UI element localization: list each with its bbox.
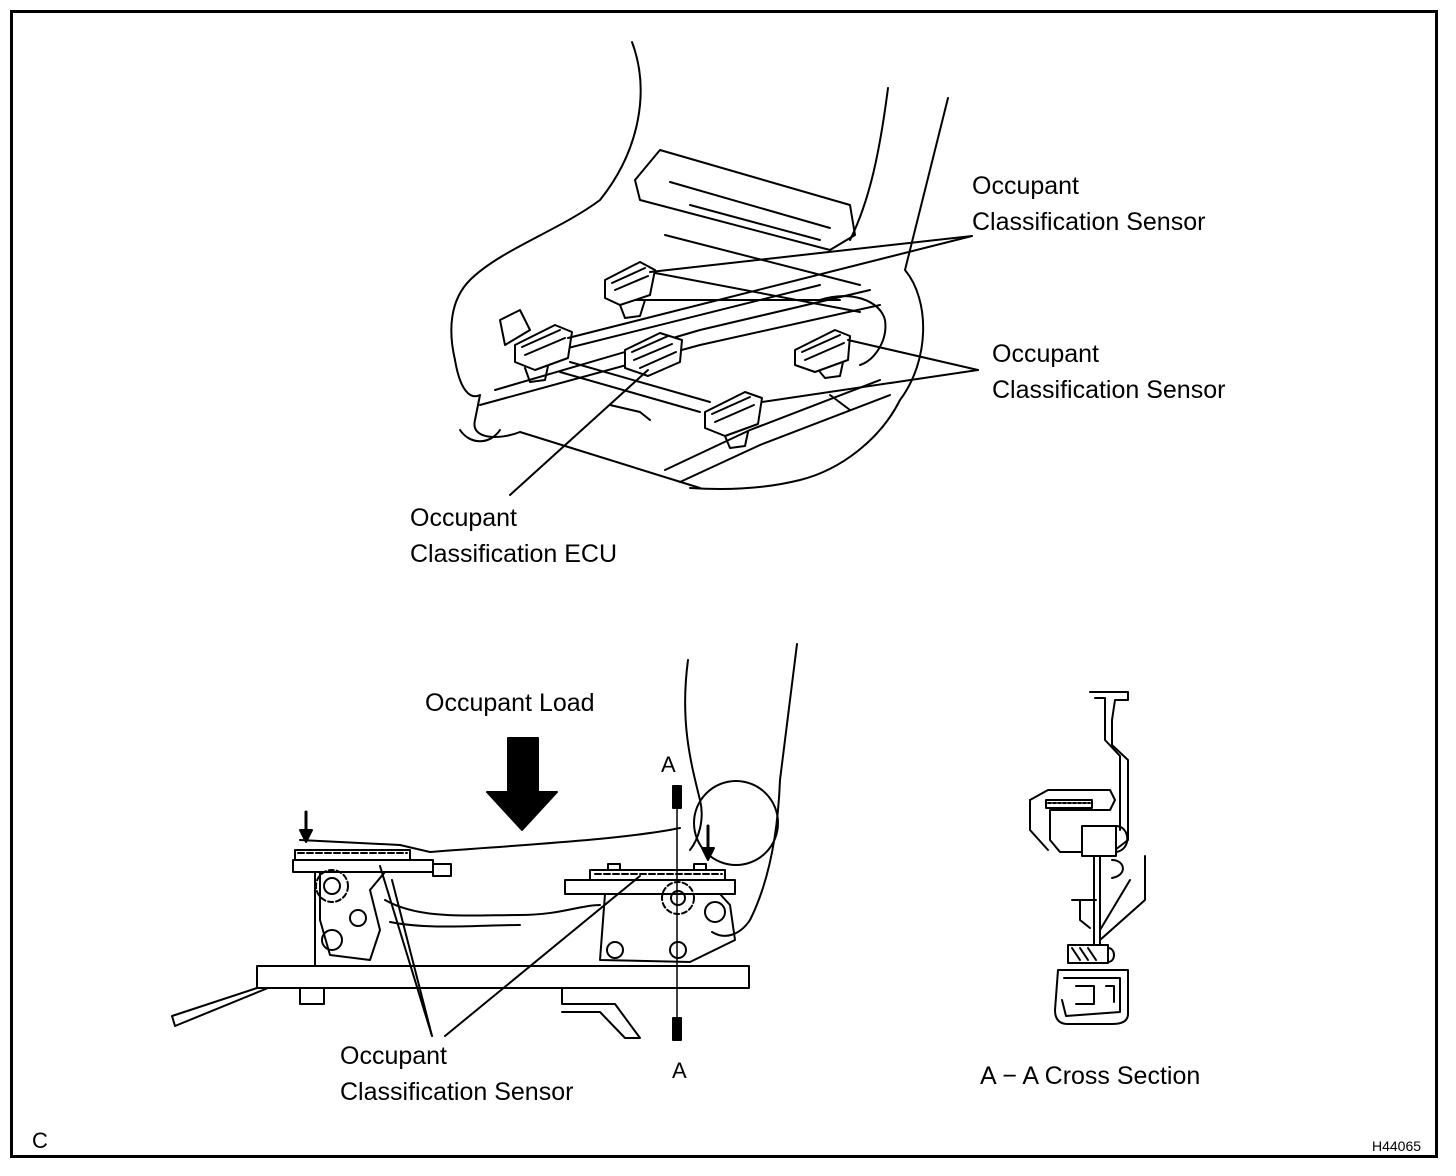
label-sensor-top: Occupant Classification Sensor — [972, 168, 1205, 240]
figure-code: H44065 — [1372, 1138, 1422, 1154]
label-ecu-line2: Classification ECU — [410, 540, 618, 568]
label-sensor-top-line2: Classification Sensor — [972, 208, 1206, 236]
figure-frame — [10, 10, 1438, 1158]
sensor-block-front-left — [514, 324, 573, 383]
sensor-block-rear-left — [604, 261, 656, 319]
label-ecu-line1: Occupant — [410, 504, 518, 532]
sensor-block-front-right — [704, 391, 763, 449]
label-sensor-bottom-line1: Occupant — [340, 1042, 448, 1070]
section-mark-top: A — [661, 752, 676, 777]
corner-letter: C — [32, 1128, 48, 1153]
label-occupant-load: Occupant Load — [425, 689, 595, 717]
seat-frame-perspective — [450, 41, 979, 496]
label-sensor-top-line1: Occupant — [972, 172, 1080, 200]
label-sensor-bottom-line2: Classification Sensor — [340, 1078, 574, 1106]
label-ecu: Occupant Classification ECU — [410, 500, 617, 572]
ecu-block — [624, 332, 683, 377]
label-sensor-right-line2: Classification Sensor — [992, 376, 1226, 404]
cross-section-drawing — [1029, 691, 1146, 1025]
label-sensor-bottom: Occupant Classification Sensor — [340, 1038, 573, 1110]
section-mark-bottom: A — [672, 1058, 687, 1083]
label-sensor-right-line1: Occupant — [992, 340, 1100, 368]
sensor-block-rear-right — [794, 329, 851, 379]
seat-side-view — [171, 643, 798, 1041]
label-sensor-right: Occupant Classification Sensor — [992, 336, 1225, 408]
label-cross-section: A − A Cross Section — [980, 1062, 1201, 1090]
